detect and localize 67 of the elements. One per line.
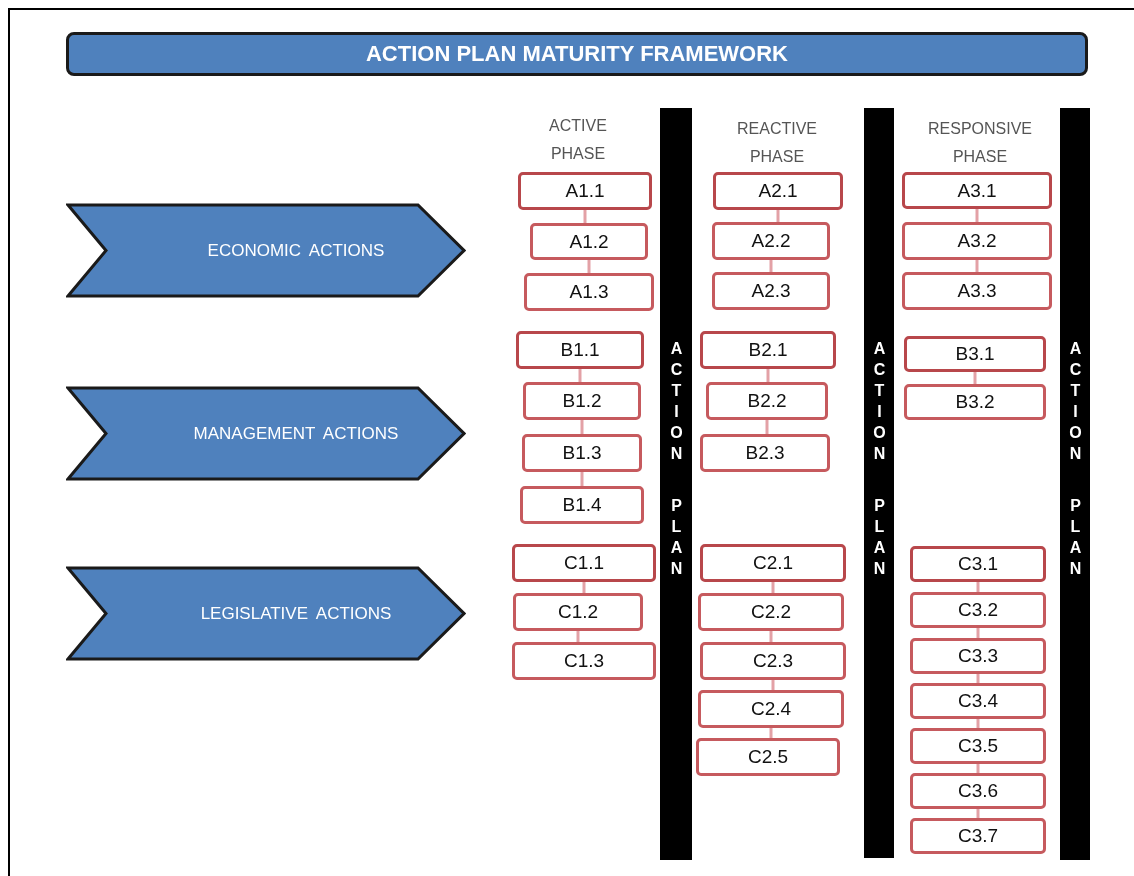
- connector-line: [776, 210, 780, 222]
- action-box: A3.2: [902, 222, 1052, 260]
- connector-line: [976, 764, 980, 773]
- chevron-arrow: ECONOMIC ACTIONS: [66, 203, 466, 298]
- connector-line: [766, 369, 770, 382]
- connector-line: [580, 420, 584, 434]
- action-box: C2.3: [700, 642, 846, 680]
- connector-line: [765, 420, 769, 434]
- action-box: C3.5: [910, 728, 1046, 764]
- action-box: B2.3: [700, 434, 830, 472]
- action-box: A1.2: [530, 223, 648, 260]
- action-box: C3.3: [910, 638, 1046, 674]
- action-box: C1.2: [513, 593, 643, 631]
- connector-line: [578, 369, 582, 382]
- chevron-arrow: MANAGEMENT ACTIONS: [66, 386, 466, 481]
- action-box: B1.4: [520, 486, 644, 524]
- action-plan-bar: ACTION PLAN: [660, 108, 692, 860]
- connector-line: [976, 719, 980, 728]
- connector-line: [587, 260, 591, 273]
- action-plan-bar: ACTION PLAN: [864, 108, 894, 858]
- connector-line: [583, 210, 587, 223]
- action-box: C2.5: [696, 738, 840, 776]
- action-box: C1.1: [512, 544, 656, 582]
- action-box: A2.1: [713, 172, 843, 210]
- connector-line: [973, 372, 977, 384]
- action-box: C2.4: [698, 690, 844, 728]
- action-box: A2.3: [712, 272, 830, 310]
- connector-line: [580, 472, 584, 486]
- connector-line: [976, 809, 980, 818]
- connector-line: [582, 582, 586, 593]
- action-box: A1.3: [524, 273, 654, 311]
- action-box: B3.1: [904, 336, 1046, 372]
- action-box: C3.1: [910, 546, 1046, 582]
- action-box: B1.2: [523, 382, 641, 420]
- title-banner: ACTION PLAN MATURITY FRAMEWORK: [66, 32, 1088, 76]
- action-box: B2.1: [700, 331, 836, 369]
- action-plan-bar: ACTION PLAN: [1060, 108, 1090, 860]
- connector-line: [976, 628, 980, 638]
- connector-line: [576, 631, 580, 642]
- connector-line: [769, 728, 773, 738]
- action-box: B1.1: [516, 331, 644, 369]
- action-box: C3.7: [910, 818, 1046, 854]
- connector-line: [975, 209, 979, 222]
- action-box: C1.3: [512, 642, 656, 680]
- action-box: C3.4: [910, 683, 1046, 719]
- action-box: C2.2: [698, 593, 844, 631]
- connector-line: [975, 260, 979, 272]
- connector-line: [976, 582, 980, 592]
- connector-line: [769, 631, 773, 642]
- phase-heading: ACTIVE PHASE: [548, 116, 608, 164]
- action-box: C3.2: [910, 592, 1046, 628]
- connector-line: [769, 260, 773, 272]
- action-box: C3.6: [910, 773, 1046, 809]
- action-box: B1.3: [522, 434, 642, 472]
- connector-line: [771, 680, 775, 690]
- phase-heading: RESPONSIVE PHASE: [927, 119, 1033, 167]
- action-box: B3.2: [904, 384, 1046, 420]
- action-box: A3.3: [902, 272, 1052, 310]
- connector-line: [976, 674, 980, 683]
- action-box: A2.2: [712, 222, 830, 260]
- action-box: A3.1: [902, 172, 1052, 209]
- action-box: B2.2: [706, 382, 828, 420]
- chevron-arrow: LEGISLATIVE ACTIONS: [66, 566, 466, 661]
- connector-line: [771, 582, 775, 593]
- action-box: A1.1: [518, 172, 652, 210]
- action-box: C2.1: [700, 544, 846, 582]
- phase-heading: REACTIVE PHASE: [736, 119, 818, 167]
